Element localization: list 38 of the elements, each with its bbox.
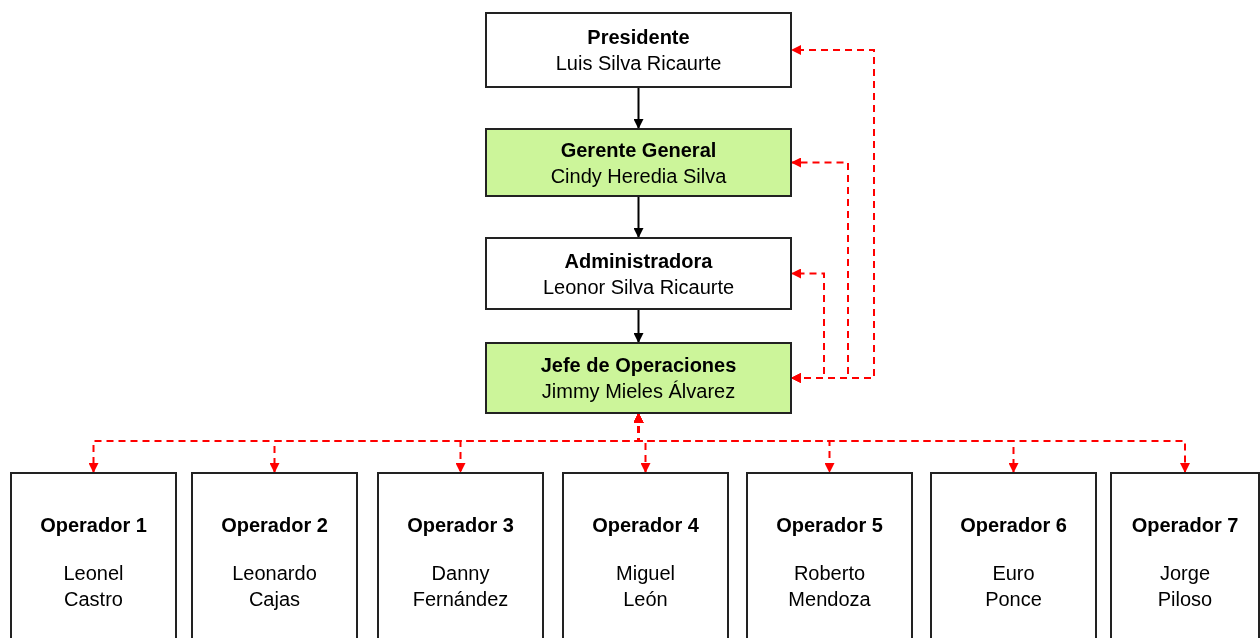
position-box: [485, 237, 792, 310]
highlighted-position-box: [485, 342, 792, 414]
position-box: [562, 472, 729, 638]
role-title: Operador 6: [960, 513, 1067, 538]
position-box: [1110, 472, 1260, 638]
position-box: [191, 472, 358, 638]
person-name: Roberto Mendoza: [787, 561, 872, 612]
arrow: [633, 309, 644, 343]
role-title: Jefe de Operaciones: [540, 353, 737, 378]
person-name: Miguel León: [615, 561, 676, 612]
position-box: [377, 472, 544, 638]
role-title: Presidente: [587, 25, 690, 50]
person-name: Jimmy Mieles Álvarez: [541, 379, 736, 404]
role-title: Operador 2: [221, 513, 328, 538]
arrow: [633, 196, 644, 238]
person-name: Leonor Silva Ricaurte: [542, 274, 735, 300]
position-box: [746, 472, 913, 638]
dashed-connector: [633, 413, 1190, 473]
role-title: Operador 7: [1131, 513, 1239, 538]
role-title: Operador 3: [407, 513, 514, 538]
dashed-connector: [791, 268, 825, 383]
person-name: Leonardo Cajas: [231, 561, 318, 612]
role-title: Operador 5: [776, 513, 883, 538]
role-title: Operador 4: [592, 513, 699, 538]
highlighted-position-box: [485, 128, 792, 197]
person-name: Luis Silva Ricaurte: [555, 51, 722, 76]
person-name: Cindy Heredia Silva: [550, 163, 727, 189]
arrow: [633, 87, 644, 129]
role-title: Gerente General: [560, 137, 717, 163]
position-box: [10, 472, 177, 638]
person-name: Euro Ponce: [984, 561, 1043, 612]
position-box: [930, 472, 1097, 638]
role-title: Operador 1: [40, 513, 147, 538]
person-name: Leonel Castro: [62, 561, 125, 612]
position-box: [485, 12, 792, 88]
role-title: Administradora: [564, 248, 713, 274]
person-name: Jorge Piloso: [1156, 561, 1214, 612]
person-name: Danny Fernández: [411, 561, 510, 612]
